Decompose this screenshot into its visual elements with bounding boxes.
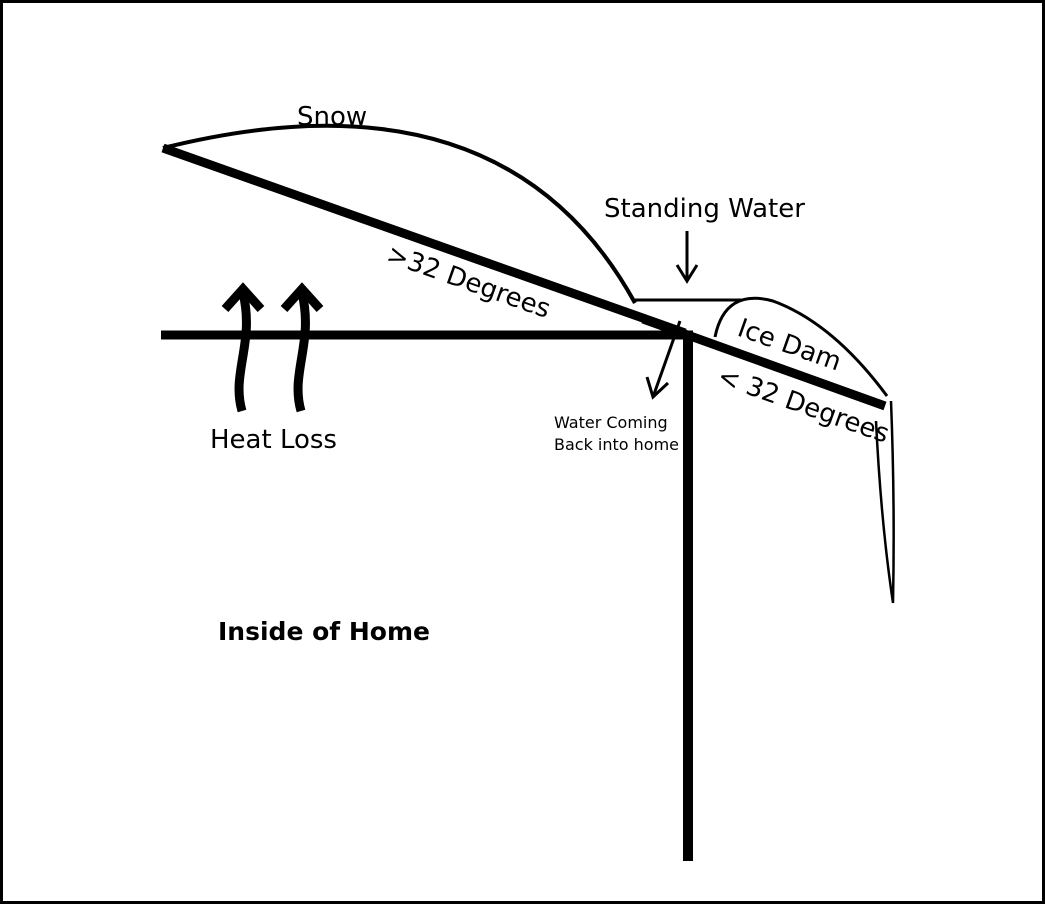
heat-loss-arrow-left bbox=[221, 282, 265, 413]
ice-dam-diagram: Snow Standing Water >32 Degrees Ice Dam … bbox=[161, 102, 895, 861]
water-intrusion-arrow bbox=[645, 320, 682, 400]
ice-dam-mound bbox=[713, 296, 889, 397]
standing-water-label: Standing Water bbox=[604, 194, 805, 224]
snow-mound bbox=[162, 123, 637, 304]
heat-loss-label: Heat Loss bbox=[210, 425, 337, 455]
icicle bbox=[874, 400, 895, 604]
water-coming-label-line1: Water Coming bbox=[554, 413, 668, 432]
standing-water-arrow bbox=[675, 231, 699, 284]
water-coming-label-line2: Back into home bbox=[554, 435, 679, 454]
snow-label: Snow bbox=[297, 102, 367, 132]
roof-warm-section bbox=[161, 143, 687, 338]
inside-of-home-label: Inside of Home bbox=[218, 617, 430, 646]
heat-loss-arrow-right bbox=[280, 282, 324, 413]
